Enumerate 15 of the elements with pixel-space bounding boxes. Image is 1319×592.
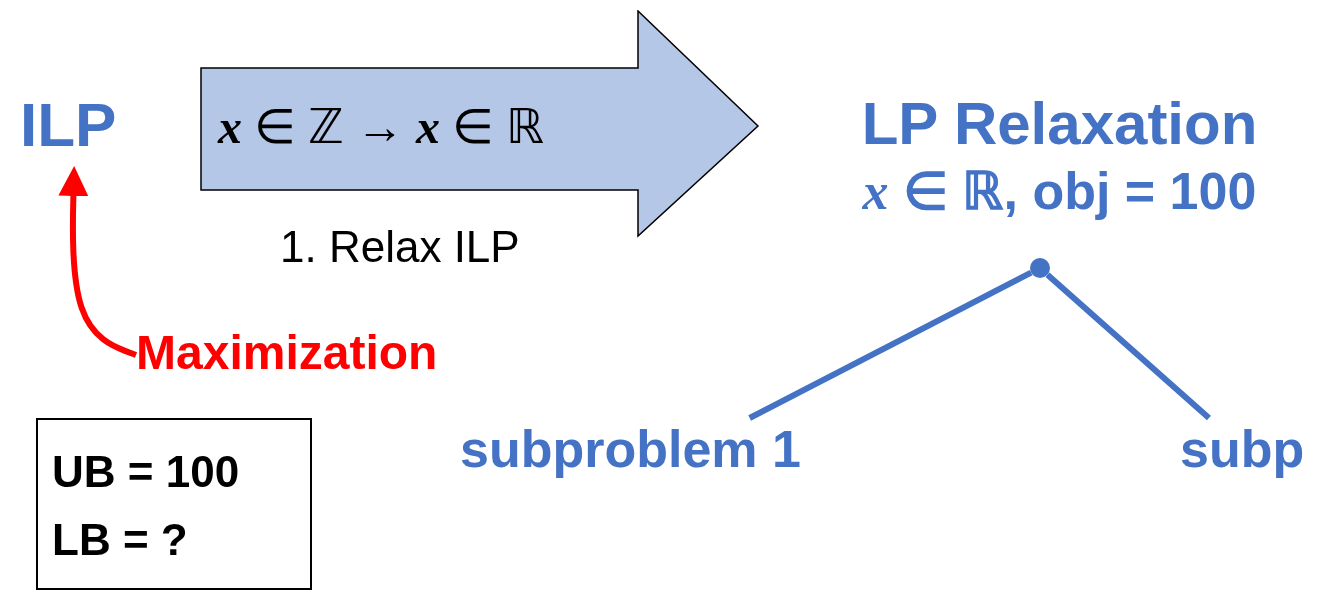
- bounds-box: [36, 418, 312, 590]
- tree-branch-line: [748, 269, 1033, 421]
- formula-label: x ∈ ℤ → x ∈ ℝ: [218, 99, 544, 154]
- node-label: subproblem 1: [460, 419, 801, 480]
- curved-arrow: [58, 166, 138, 358]
- node-label: subp: [1180, 419, 1305, 480]
- junction-dot: [1030, 258, 1050, 278]
- node-title: LP Relaxation: [861, 89, 1258, 159]
- bound-text: LB = ?: [52, 514, 188, 567]
- annotation-label: Maximization: [136, 325, 438, 381]
- node-subtitle: x ∈ ℝ, obj = 100: [862, 161, 1257, 222]
- tree-branch-line: [1045, 272, 1211, 421]
- bound-text: UB = 100: [52, 446, 240, 498]
- node-label: ILP: [20, 89, 117, 161]
- step-caption: 1. Relax ILP: [280, 222, 520, 272]
